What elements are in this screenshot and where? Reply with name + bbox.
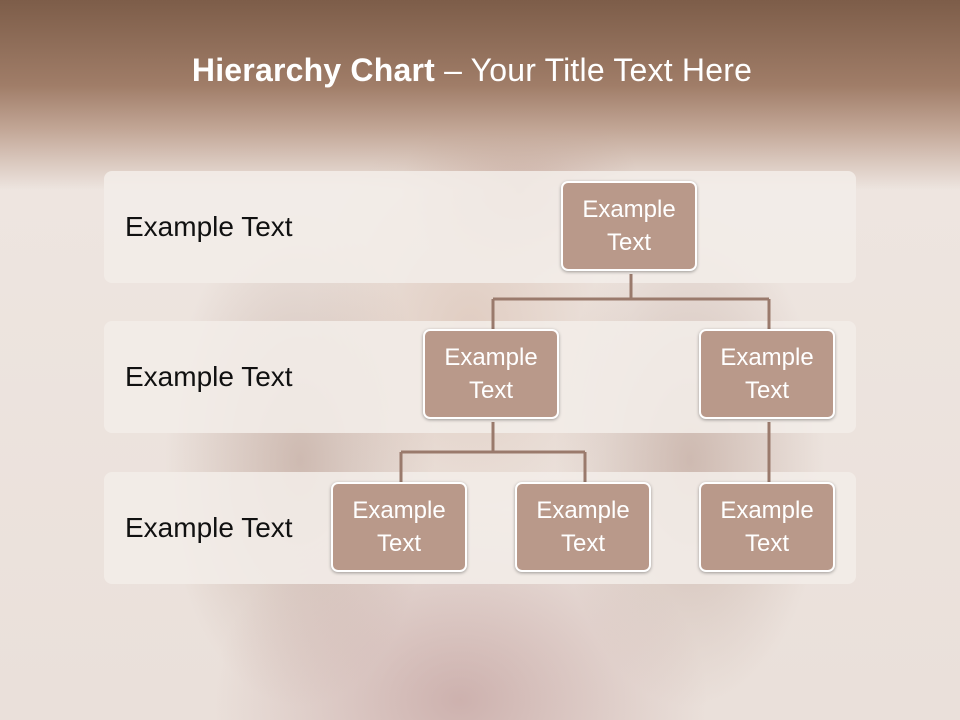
node-level3-left[interactable]: Example Text [331, 482, 467, 572]
node-root[interactable]: Example Text [561, 181, 697, 271]
slide-title: Hierarchy Chart – Your Title Text Here [0, 52, 944, 89]
level-label-3: Example Text [125, 512, 293, 543]
node-level3-middle[interactable]: Example Text [515, 482, 651, 572]
title-bold: Hierarchy Chart [191, 52, 435, 88]
node-level2-right[interactable]: Example Text [699, 329, 835, 419]
level-label-2: Example Text [125, 361, 293, 392]
node-level3-right[interactable]: Example Text [699, 482, 835, 572]
level-band-1 [104, 171, 856, 283]
title-rest: – Your Title Text Here [435, 52, 753, 88]
title-bar [0, 0, 960, 190]
connector-level2-left-to-level3 [399, 422, 587, 482]
connector-root-to-level2 [491, 274, 771, 329]
node-level2-left[interactable]: Example Text [423, 329, 559, 419]
level-label-1: Example Text [125, 211, 293, 242]
